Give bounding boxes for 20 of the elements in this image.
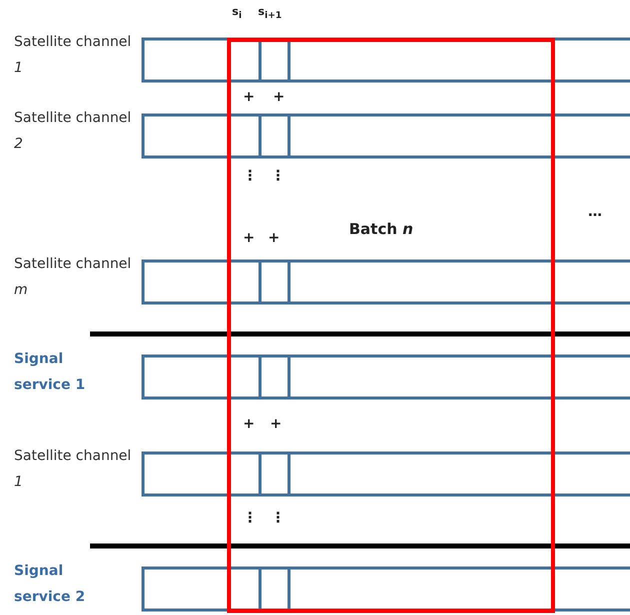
symbol-label: s$_{i}$ xyxy=(232,4,242,24)
vertical-ellipsis: ⋮ xyxy=(243,510,257,526)
batch-label: Batch n xyxy=(349,220,414,238)
vertical-ellipsis: ⋮ xyxy=(271,168,285,184)
plus-sign: + xyxy=(243,230,255,246)
plus-sign: + xyxy=(243,416,255,432)
plus-sign: + xyxy=(268,230,280,246)
channel-label: Satellite channel 1 xyxy=(14,447,132,492)
channel-label: Signal service 1 xyxy=(14,350,86,395)
channel-label: Satellite channel 1 xyxy=(14,33,132,78)
channel-label: Satellite channel m xyxy=(14,255,132,300)
plus-sign: + xyxy=(273,89,285,105)
channel-label: Signal service 2 xyxy=(14,562,86,607)
symbol-label: s$_{i+1}$ xyxy=(258,4,282,24)
ellipsis: … xyxy=(588,204,602,220)
vertical-ellipsis: ⋮ xyxy=(243,168,257,184)
plus-sign: + xyxy=(270,416,282,432)
channel-label: Satellite channel 2 xyxy=(14,109,132,154)
plus-sign: + xyxy=(243,89,255,105)
vertical-ellipsis: ⋮ xyxy=(271,510,285,526)
